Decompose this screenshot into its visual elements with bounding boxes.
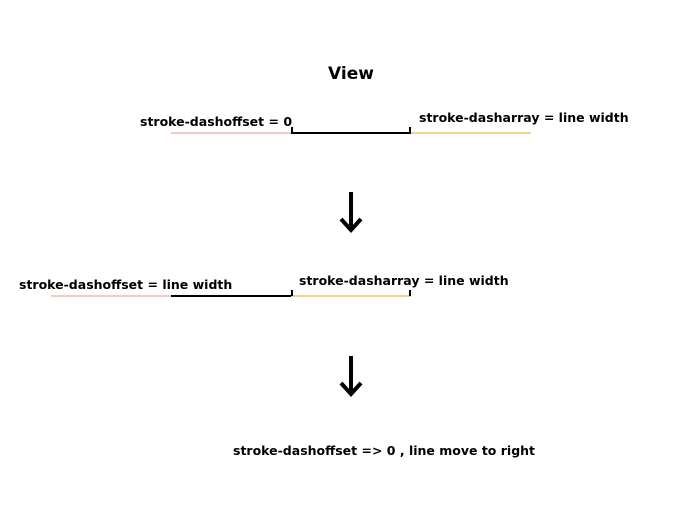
step1-dasharray-label: stroke-dasharray = line width: [419, 110, 629, 125]
step1-dasharray-segment: [411, 132, 531, 134]
step2-offset-label: stroke-dashoffset = line width: [19, 277, 233, 292]
step2-left-tick: [291, 290, 293, 296]
step1-offset-label: stroke-dashoffset = 0: [140, 114, 293, 129]
diagram-title: View: [328, 64, 374, 84]
step1-left-tick: [291, 127, 293, 133]
step1-offset-segment: [171, 132, 291, 134]
step1-visible-segment: [291, 132, 411, 134]
step1-right-tick: [409, 127, 411, 133]
down-arrow-icon: [339, 190, 363, 234]
down-arrow-icon: [339, 354, 363, 398]
result-label: stroke-dashoffset => 0 , line move to ri…: [233, 443, 536, 458]
step2-dasharray-segment: [291, 295, 411, 297]
step2-offset-segment: [51, 295, 171, 297]
step2-visible-segment: [171, 295, 291, 297]
step2-dasharray-label: stroke-dasharray = line width: [299, 273, 509, 288]
step2-right-tick: [409, 290, 411, 296]
